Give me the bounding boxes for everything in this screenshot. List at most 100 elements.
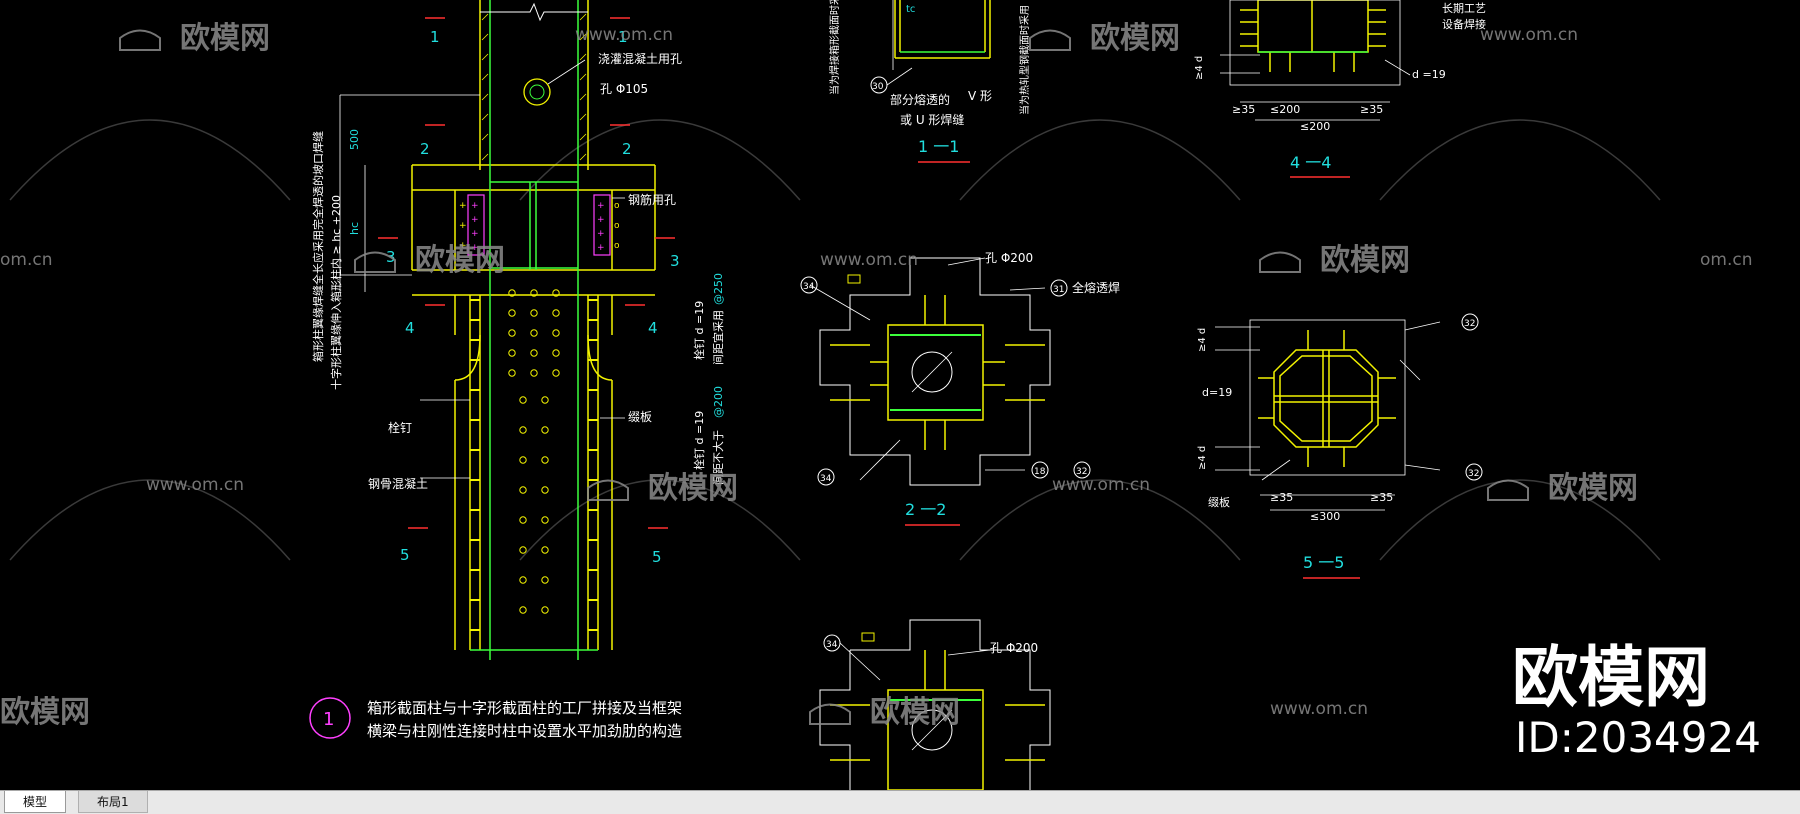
stud-label: 栓钉 — [388, 420, 412, 435]
wm-brand-5: 欧模网 — [648, 471, 738, 506]
section-5-right: 5 — [652, 548, 662, 566]
svg-text:o: o — [614, 241, 620, 251]
wm-brand-big: 欧模网 — [1512, 639, 1710, 716]
wm-url-1: www.om.cn — [575, 25, 673, 45]
ge35-a: ≥35 — [1232, 103, 1255, 116]
n32a-55: 32 — [1464, 319, 1475, 329]
vertical-note-2: 十字形柱翼缘伸入箱形柱内 ≥ hc +200 — [329, 195, 343, 390]
svg-text:+: + — [471, 229, 479, 239]
section-5-5: 32 32 d=19 ≥35 ≥35 ≤300 缀板 ≥4 d ≥4 d 5 一… — [1197, 313, 1483, 579]
wm-url-8: www.om.cn — [1270, 699, 1368, 719]
section-4-4: d =19 ≥35 ≤200 ≥35 ≤200 长期工艺 设备焊接 ≥4 d 4… — [1194, 0, 1486, 178]
le300-55: ≤300 — [1310, 510, 1340, 523]
wm-brand-7: 欧模网 — [0, 695, 90, 730]
n32-22: 32 — [1076, 467, 1087, 477]
wm-url-4: www.om.cn — [820, 250, 918, 270]
right-vert-note: 当为热轧型钢截面时采用 — [1018, 5, 1031, 115]
note-line-1: 箱形截面柱与十字形截面柱的工厂拼接及当框架 — [367, 699, 682, 717]
note-circle-number: 1 — [323, 709, 334, 730]
d19-55: d=19 — [1202, 386, 1232, 399]
section-lower: 34 孔 Φ200 — [819, 619, 1051, 791]
steel-concrete-label: 钢骨混凝土 — [368, 476, 428, 491]
svg-text:+: + — [459, 221, 467, 231]
dim-tc: tc — [906, 4, 915, 15]
at200: @200 — [712, 386, 725, 418]
le200-a: ≤200 — [1270, 103, 1300, 116]
section-1-1-title: 1 一1 — [918, 137, 959, 156]
wm-id: ID:2034924 — [1515, 713, 1761, 762]
svg-text:+: + — [459, 201, 467, 211]
ge35a-55: ≥35 — [1270, 491, 1293, 504]
svg-text:+: + — [459, 241, 467, 251]
ge4d-44: ≥4 d — [1194, 56, 1205, 80]
ge35b-55: ≥35 — [1370, 491, 1393, 504]
lower-note: 间距不大于 — [711, 430, 725, 485]
svg-text:+: + — [471, 243, 479, 253]
tab-model[interactable]: 模型 — [4, 791, 67, 813]
left-vert-note: 当为焊接箱形截面时采用 — [828, 0, 841, 95]
full-weld: 全熔透焊 — [1072, 280, 1120, 295]
tab-layout1[interactable]: 布局1 — [78, 791, 148, 813]
n18-22: 18 — [1034, 467, 1046, 477]
svg-text:o: o — [614, 201, 620, 211]
wm-url-7: www.om.cn — [1052, 475, 1150, 495]
weld-num-30: 30 — [872, 82, 884, 92]
svg-text:+: + — [597, 243, 605, 253]
section-1-right: 1 — [618, 28, 628, 46]
wm-brand-8: 欧模网 — [870, 695, 960, 730]
ge35-b: ≥35 — [1360, 103, 1383, 116]
wm-brand-3: 欧模网 — [415, 243, 505, 278]
hole-200: 孔 Φ200 — [985, 251, 1033, 265]
wm-url-5: om.cn — [1700, 250, 1753, 270]
wm-brand-6: 欧模网 — [1548, 471, 1638, 506]
wm-url-2: www.om.cn — [1480, 25, 1578, 45]
section-2-left: 2 — [420, 140, 430, 158]
d19-44: d =19 — [1412, 68, 1446, 81]
svg-text:o: o — [614, 221, 620, 231]
watermark-arcs — [9, 119, 1661, 561]
hole-dia-label: 孔 Φ105 — [600, 82, 648, 96]
section-1-left: 1 — [430, 28, 440, 46]
section-4-right: 4 — [648, 319, 658, 337]
n32b-55: 32 — [1468, 469, 1479, 479]
weld-note-2: 或 U 形焊缝 — [900, 112, 964, 127]
stud-spacing-upper: 间距宜采用 — [711, 310, 725, 365]
weld-note-1: 部分熔透的 — [890, 92, 950, 107]
stud-spec-lower: 栓钉 d =19 — [692, 411, 706, 470]
svg-text:+: + — [597, 201, 605, 211]
section-4-left: 4 — [405, 319, 415, 337]
section-5-5-title: 5 一5 — [1303, 553, 1344, 572]
drawing-note: 1 箱形截面柱与十字形截面柱的工厂拼接及当框架 横梁与柱刚性连接时柱中设置水平加… — [309, 697, 682, 740]
note-line-2: 横梁与柱刚性连接时柱中设置水平加劲肋的构造 — [367, 722, 682, 740]
svg-text:+: + — [597, 215, 605, 225]
hole-200-lower: 孔 Φ200 — [990, 641, 1038, 655]
column-elevation: ++++ ++++ +++ ooo — [311, 0, 725, 660]
batten-55: 缀板 — [1208, 495, 1230, 509]
svg-text:+: + — [597, 229, 605, 239]
n34-lower: 34 — [826, 640, 838, 650]
rebar-hole-label: 钢筋用孔 — [628, 192, 676, 207]
at250: @250 — [712, 273, 725, 305]
n34b-22: 34 — [820, 474, 832, 484]
n34-22: 34 — [803, 282, 815, 292]
ge4d-bot-55: ≥4 d — [1197, 446, 1208, 470]
section-4-4-title: 4 一4 — [1290, 153, 1331, 172]
ge4d-top-55: ≥4 d — [1197, 328, 1208, 352]
watermark-layer: 欧模网 欧模网 欧模网 欧模网 欧模网 欧模网 欧模网 欧模网 www.om.c… — [0, 21, 1753, 730]
svg-text:+: + — [471, 201, 479, 211]
top-note-2: 设备焊接 — [1442, 17, 1486, 31]
section-1-1: tc 30 部分熔透的 V 形 或 U 形焊缝 当为焊接箱形截面时采用 当为热轧… — [828, 0, 1031, 163]
n31-22: 31 — [1053, 285, 1064, 295]
vertical-note-1: 箱形柱翼缘焊缝全长应采用完全焊透的坡口焊缝 — [311, 131, 325, 362]
batten-label: 缀板 — [628, 410, 652, 424]
dim-500: 500 — [348, 129, 361, 150]
section-3-right: 3 — [670, 252, 680, 270]
wm-url-6: www.om.cn — [146, 475, 244, 495]
section-2-2-title: 2 一2 — [905, 500, 946, 519]
svg-text:+: + — [471, 215, 479, 225]
section-5-left: 5 — [400, 546, 410, 564]
wm-url-3: om.cn — [0, 250, 53, 270]
stud-spec-upper: 栓钉 d =19 — [692, 301, 706, 360]
weld-note-v: V 形 — [968, 89, 992, 103]
